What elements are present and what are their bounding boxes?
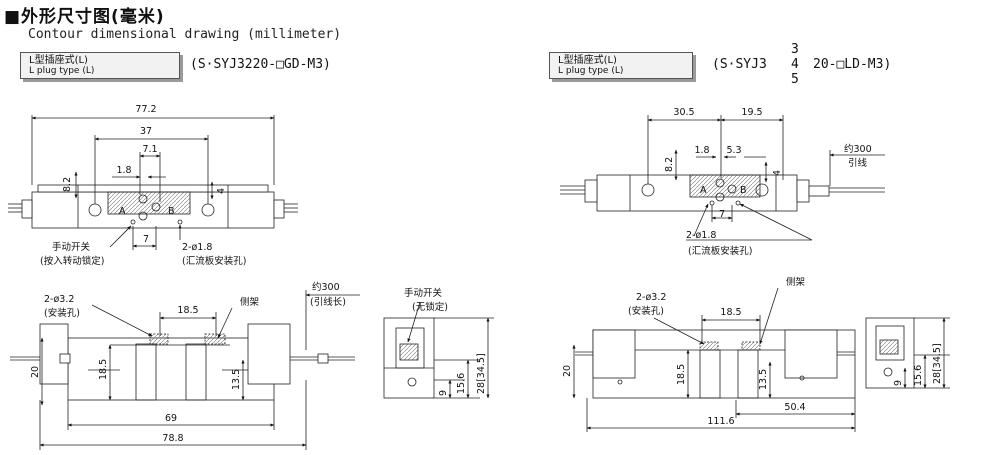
left-holes-label: 2-ø1.8 xyxy=(182,242,212,253)
right-dim-5-3: 5.3 xyxy=(726,145,741,156)
right-side-dim-15-6: 15.6 xyxy=(913,365,924,386)
right-model-option: 4 xyxy=(791,57,799,72)
right-mount-sub: (安装孔) xyxy=(628,305,664,317)
right-model-options: 3 4 5 xyxy=(791,42,799,87)
left-front-block xyxy=(185,343,207,401)
left-port-3 xyxy=(138,211,148,221)
left-holes-sub: (汇流板安装孔) xyxy=(182,255,246,267)
right-dim-8-2: 8.2 xyxy=(664,157,675,172)
right-top-valve-core xyxy=(689,174,761,198)
left-dim-7: 7 xyxy=(143,234,149,245)
right-plug-type-box: L型插座式(L) L plug type (L) xyxy=(549,52,693,79)
left-side-dim-9: 9 xyxy=(438,390,449,396)
left-side-dim-15-6: 15.6 xyxy=(456,373,467,394)
right-side-dim-28: 28[34.5] xyxy=(932,343,943,384)
right-side-view xyxy=(865,317,950,389)
left-port-b-label: B xyxy=(168,206,175,217)
left-plug-type-box: L型插座式(L) L plug type (L) xyxy=(20,52,180,79)
right-holes-sub: (汇流板安装孔) xyxy=(688,245,752,257)
right-top-view xyxy=(560,115,885,241)
left-coil-right xyxy=(247,323,291,385)
left-top-view xyxy=(8,115,298,250)
right-dim-20: 20 xyxy=(562,365,573,377)
right-model-prefix: (S·SYJ3 xyxy=(712,57,767,72)
left-manual-label: 手动开关 xyxy=(52,241,91,253)
left-side-view xyxy=(383,301,494,399)
right-dim-7: 7 xyxy=(719,209,725,220)
right-port-3 xyxy=(715,192,725,202)
left-port-a-label: A xyxy=(119,206,126,217)
right-dim-18-5-top: 18.5 xyxy=(720,307,741,318)
left-dim-78-8: 78.8 xyxy=(162,433,183,444)
left-dim-18-5-top: 18.5 xyxy=(177,305,198,316)
left-side-manual-sub: (无锁定) xyxy=(412,301,448,313)
left-mount-hole xyxy=(177,219,183,225)
right-dim-18-5: 18.5 xyxy=(676,364,687,385)
left-dim-20: 20 xyxy=(30,366,41,378)
left-dim-13-5: 13.5 xyxy=(231,369,242,390)
right-coil-left xyxy=(592,329,636,379)
right-solenoid-port-b xyxy=(755,183,769,197)
right-plug-label-en: L plug type (L) xyxy=(558,66,624,76)
left-wire-label: 约300 xyxy=(312,281,340,293)
right-side-dim-9: 9 xyxy=(893,380,904,386)
right-side-coil xyxy=(875,325,905,361)
left-dim-37: 37 xyxy=(140,126,152,137)
left-mount-label: 2-ø3.2 xyxy=(44,294,74,305)
left-side-dim-28: 28[34.5] xyxy=(476,353,487,394)
right-bracket-label: 侧架 xyxy=(786,276,806,288)
right-mount-label: 2-ø3.2 xyxy=(636,292,666,303)
right-dim-4: 4 xyxy=(772,170,783,176)
left-port-1 xyxy=(138,194,148,204)
left-bracket-label: 侧架 xyxy=(240,296,260,308)
left-front-view xyxy=(10,290,360,450)
left-mount-sub: (安装孔) xyxy=(44,307,80,319)
left-plug-label-en: L plug type (L) xyxy=(29,66,95,76)
right-dim-50-4: 50.4 xyxy=(784,402,805,413)
right-plug-label-cn: L型插座式(L) xyxy=(558,55,617,66)
right-port-1 xyxy=(715,178,725,188)
right-front-view xyxy=(572,287,856,432)
left-dim-8-2: 8.2 xyxy=(62,177,73,192)
left-manual-sub: (按入转动锁定) xyxy=(40,255,104,267)
left-model-code: (S·SYJ3220-□GD-M3) xyxy=(190,57,331,72)
left-side-port xyxy=(407,377,417,387)
left-plug-label-cn: L型插座式(L) xyxy=(29,55,88,66)
right-dim-30-5: 30.5 xyxy=(673,107,694,118)
left-mount-hole xyxy=(130,219,136,225)
left-front-body xyxy=(67,337,275,401)
left-side-manual-label: 手动开关 xyxy=(404,287,443,299)
right-port-b-label: B xyxy=(740,185,747,196)
right-wire-sub: 引线 xyxy=(848,157,868,169)
left-dim-4: 4 xyxy=(216,188,227,194)
left-front-block xyxy=(135,343,157,401)
right-model-option: 5 xyxy=(791,72,799,87)
left-side-manual xyxy=(399,343,419,361)
right-dim-111-6: 111.6 xyxy=(707,416,734,427)
right-wire-label: 约300 xyxy=(844,143,872,155)
left-dim-overall: 77.2 xyxy=(135,104,156,115)
right-dim-1-8: 1.8 xyxy=(694,145,709,156)
left-dim-1-8: 1.8 xyxy=(116,165,131,176)
right-dim-13-5: 13.5 xyxy=(758,369,769,390)
left-wire-sub: (引线长) xyxy=(310,296,346,308)
right-side-port xyxy=(883,367,893,377)
left-dim-18-5: 18.5 xyxy=(98,359,109,380)
right-model-option: 3 xyxy=(791,42,799,57)
right-coil-right xyxy=(784,329,838,379)
left-dim-7-1: 7.1 xyxy=(142,144,157,155)
right-mount-hole xyxy=(735,200,741,206)
right-dim-19-5: 19.5 xyxy=(741,107,762,118)
left-port-2 xyxy=(151,202,161,212)
left-top-valve-core xyxy=(107,191,191,215)
left-dim-69: 69 xyxy=(165,413,177,424)
right-holes-label: 2-ø1.8 xyxy=(686,230,716,241)
page-title: ■外形尺寸图(毫米) xyxy=(4,7,165,27)
right-side-manual xyxy=(879,339,899,355)
right-port-a-label: A xyxy=(700,185,707,196)
right-model-suffix: 20-□LD-M3) xyxy=(813,57,892,72)
right-port-2 xyxy=(727,184,737,194)
page-subtitle: Contour dimensional drawing (millimeter) xyxy=(28,27,342,42)
